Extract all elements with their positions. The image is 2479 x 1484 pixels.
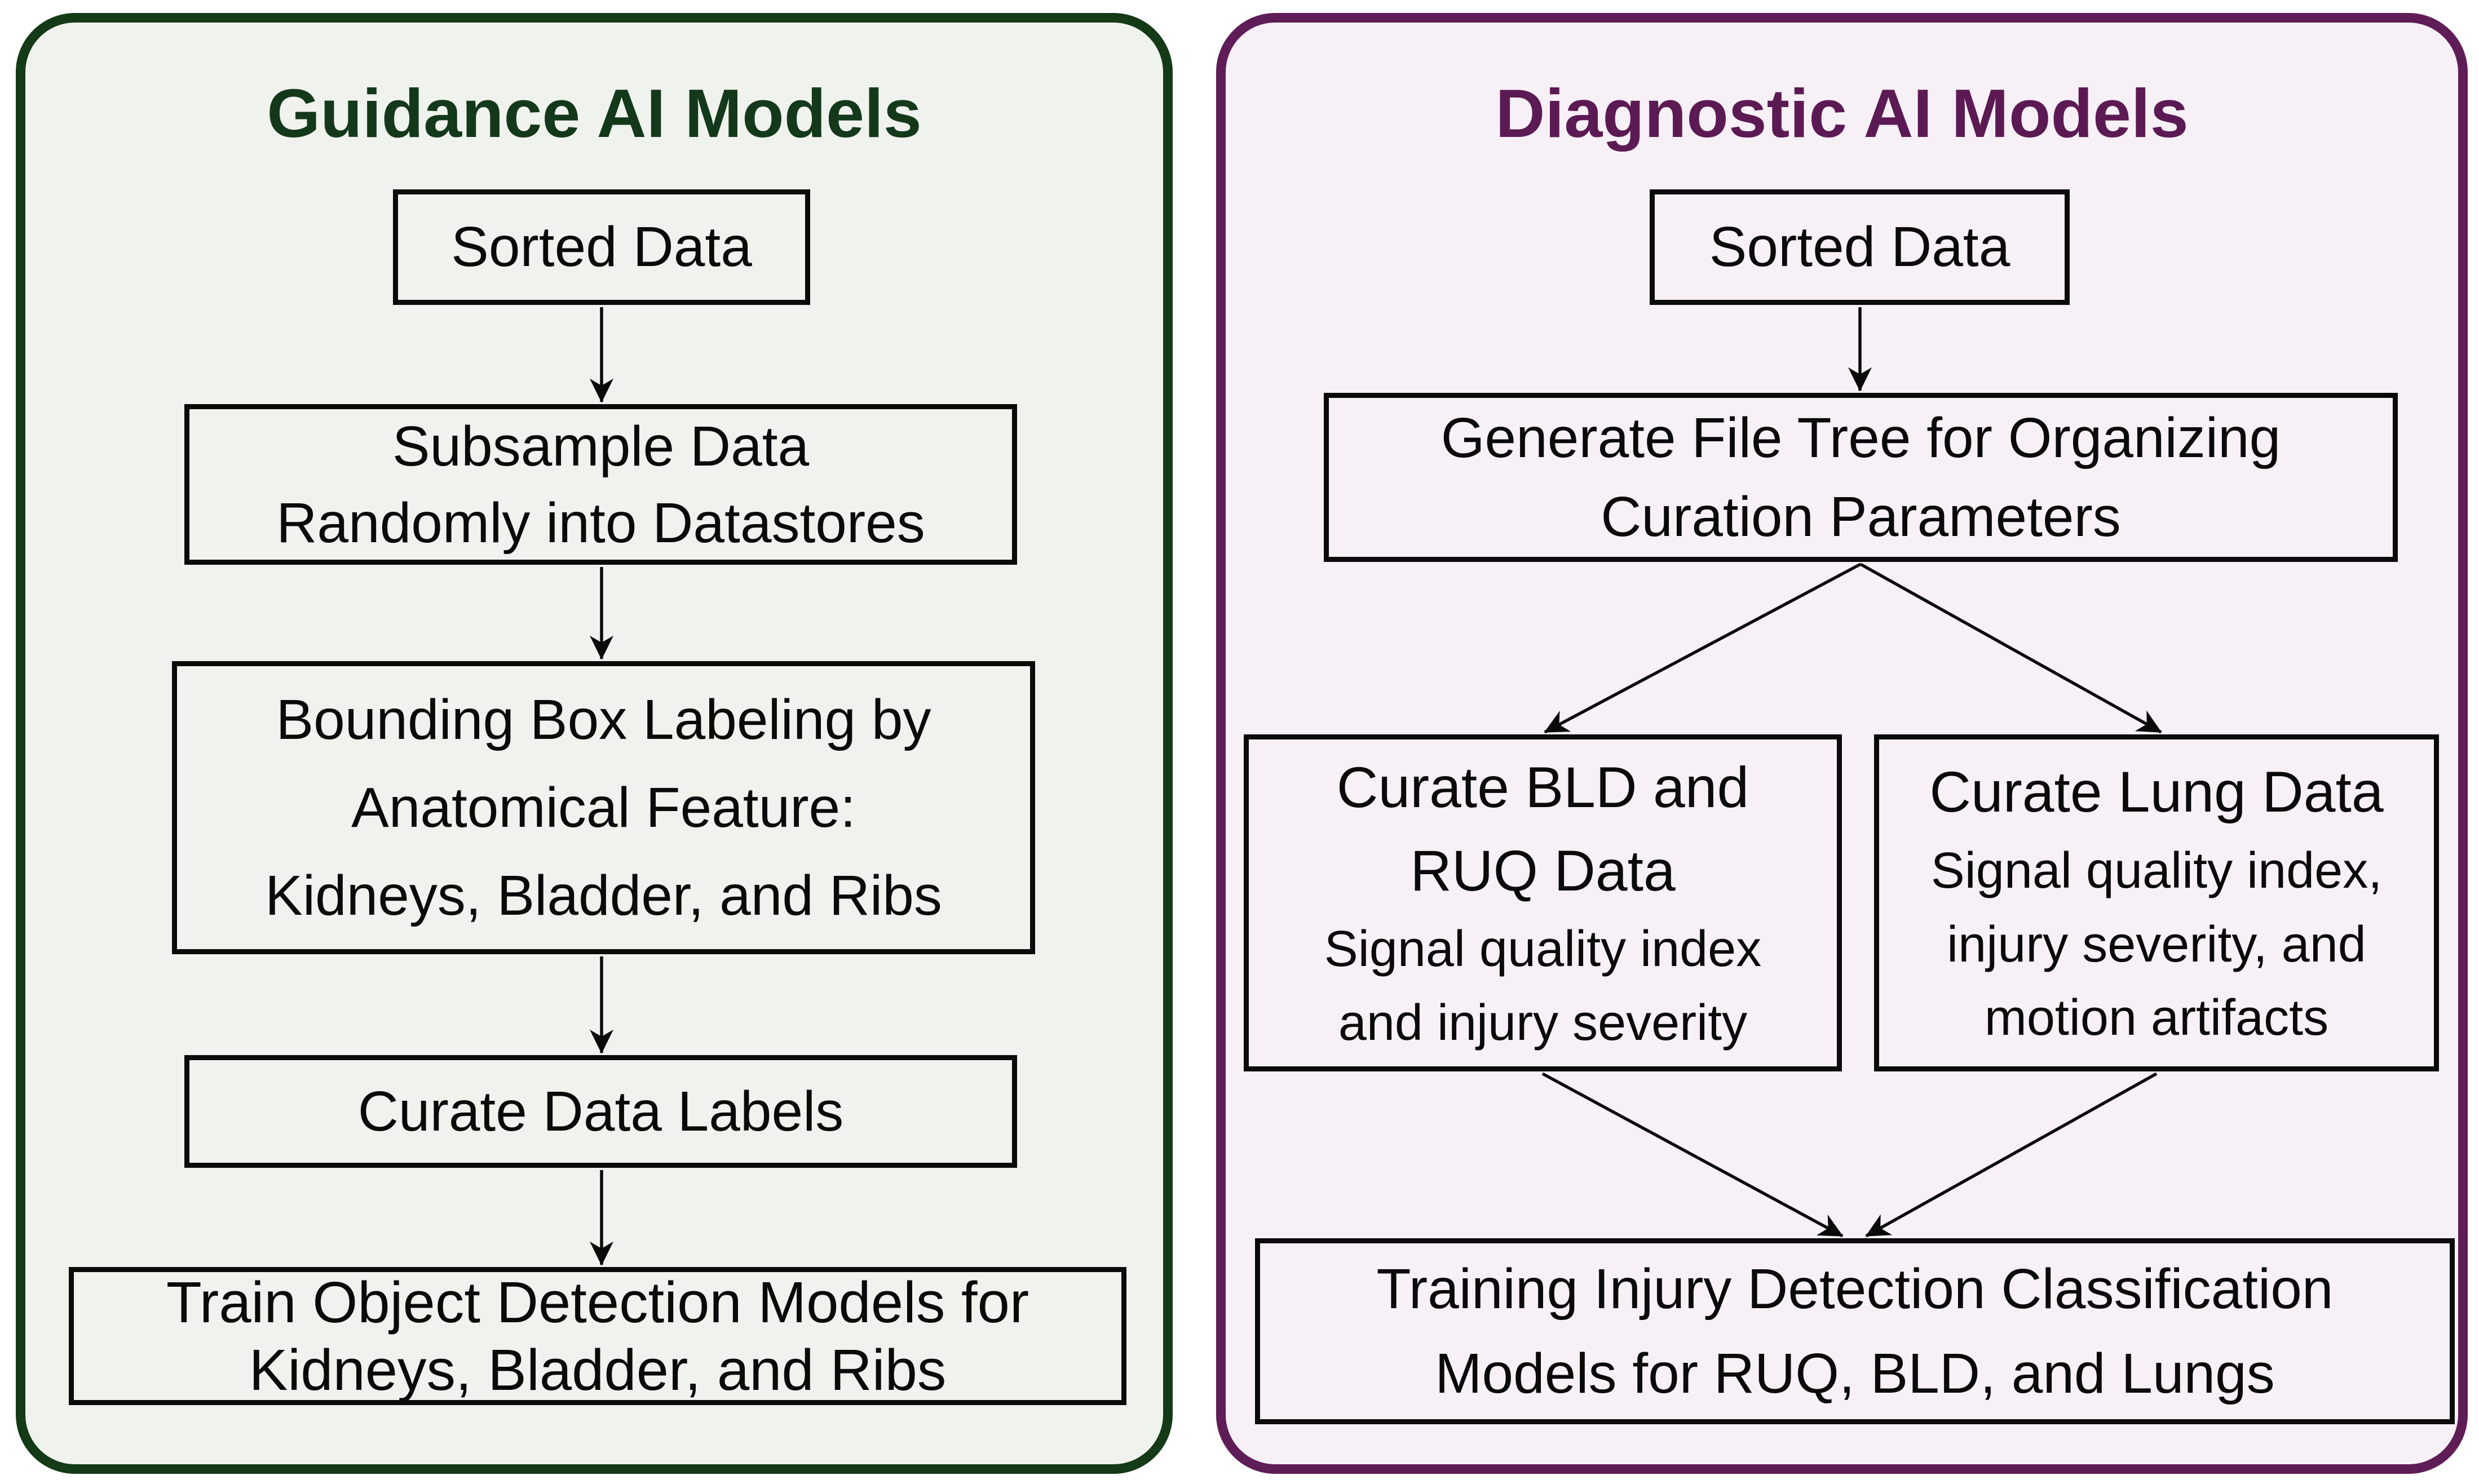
node-text-line: Anatomical Feature: [351, 776, 856, 839]
node-diagnostic-sorted-data: Sorted Data [1650, 189, 2070, 305]
node-text-line: Curate Data Labels [357, 1079, 844, 1143]
node-detail-line: Signal quality index [1324, 921, 1762, 978]
node-detail-line: motion artifacts [1984, 990, 2329, 1047]
node-text-line: Train Object Detection Models for [166, 1270, 1029, 1335]
diagnostic-panel-title: Diagnostic AI Models [1495, 75, 2189, 152]
node-training-injury-detection: Training Injury Detection Classification… [1255, 1238, 2455, 1424]
node-bounding-box-labeling: Bounding Box Labeling by Anatomical Feat… [172, 661, 1035, 954]
node-text-line: Sorted Data [1709, 215, 2010, 278]
node-text-line: Curation Parameters [1601, 485, 2121, 548]
node-detail-line: Signal quality index, [1930, 843, 2383, 900]
node-text-line: Training Injury Detection Classification [1376, 1257, 2334, 1321]
node-text-line: Bounding Box Labeling by [276, 688, 931, 751]
node-heading-line: Curate BLD and [1336, 755, 1749, 819]
node-text-line: Subsample Data [392, 414, 810, 478]
node-detail-line: injury severity, and [1947, 916, 2366, 973]
node-curate-bld-ruq: Curate BLD and RUQ Data Signal quality i… [1244, 734, 1842, 1071]
guidance-panel-title: Guidance AI Models [267, 75, 922, 152]
node-curate-lung: Curate Lung Data Signal quality index, i… [1874, 734, 2439, 1071]
node-heading-line: Curate Lung Data [1929, 760, 2384, 825]
node-detail-line: and injury severity [1338, 994, 1748, 1051]
node-text-line: Kidneys, Bladder, and Ribs [249, 1337, 947, 1402]
node-heading-line: RUQ Data [1410, 838, 1676, 903]
node-text-line: Kidneys, Bladder, and Ribs [265, 864, 942, 927]
node-curate-data-labels: Curate Data Labels [184, 1055, 1017, 1168]
node-text-line: Randomly into Datastores [276, 491, 925, 555]
node-subsample-data: Subsample Data Randomly into Datastores [184, 404, 1017, 565]
panel-guidance: Guidance AI Models [16, 13, 1173, 1474]
node-text-line: Models for RUQ, BLD, and Lungs [1435, 1342, 2275, 1405]
node-text-line: Sorted Data [451, 215, 752, 278]
node-generate-file-tree: Generate File Tree for Organizing Curati… [1324, 393, 2398, 562]
node-text-line: Generate File Tree for Organizing [1440, 406, 2281, 469]
node-train-object-detection: Train Object Detection Models for Kidney… [69, 1267, 1126, 1405]
node-guidance-sorted-data: Sorted Data [393, 189, 810, 305]
